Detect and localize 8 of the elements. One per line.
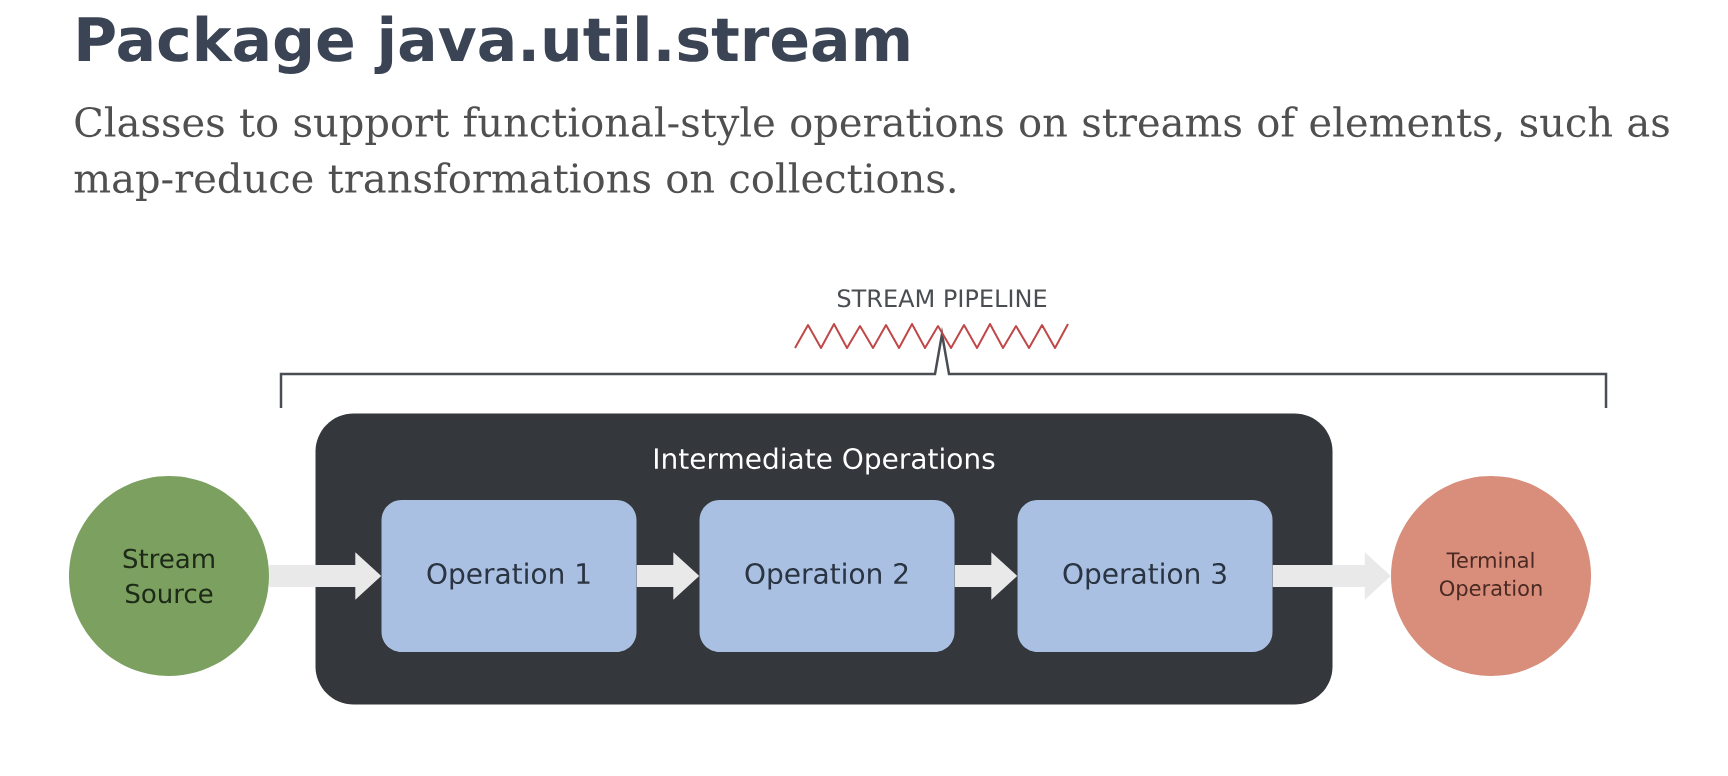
subtitle: Classes to support functional-style operations on streams of elements, such as map-reduce transformations on collections. <box>74 106 1669 201</box>
circle-node: Terminal Operation <box>1391 476 1592 676</box>
title: Package java.util.stream <box>78 15 909 74</box>
operation-box: Operation 3 <box>1017 500 1273 652</box>
operation-box: Operation 2 <box>699 500 955 652</box>
operation-box: Operation 1 <box>381 500 637 652</box>
bracket-label: STREAM PIPELINE <box>838 289 1047 308</box>
circle-node: Stream Source <box>69 476 269 676</box>
